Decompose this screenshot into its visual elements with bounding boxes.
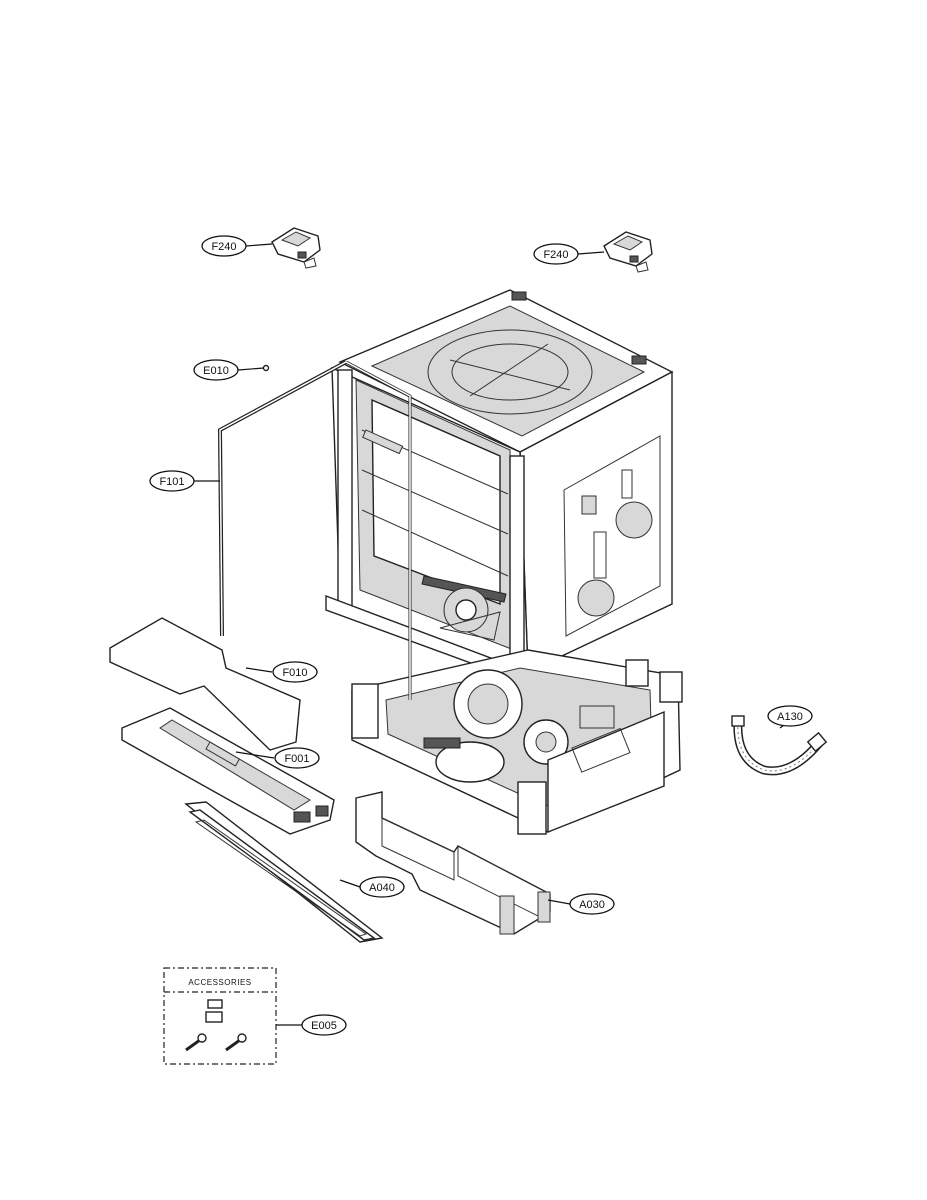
callout-f101: F101 bbox=[149, 470, 195, 492]
svg-text:F101: F101 bbox=[159, 476, 184, 488]
callout-e005: E005 bbox=[301, 1014, 347, 1036]
svg-text:F240: F240 bbox=[211, 241, 236, 253]
callout-f240-right: F240 bbox=[533, 243, 579, 265]
callout-a030: A030 bbox=[569, 893, 615, 915]
f240-bracket-right bbox=[603, 231, 653, 273]
tub-assembly bbox=[325, 289, 674, 686]
accessories-box: ACCESSORIES bbox=[163, 967, 277, 1065]
leader-lines bbox=[194, 243, 797, 1026]
a040-front-panel bbox=[184, 801, 384, 943]
svg-text:A130: A130 bbox=[777, 711, 803, 723]
svg-text:F240: F240 bbox=[543, 249, 568, 261]
svg-text:A040: A040 bbox=[369, 882, 395, 894]
f240-bracket-left bbox=[271, 227, 321, 269]
svg-text:F010: F010 bbox=[282, 667, 307, 679]
callout-f001: F001 bbox=[274, 747, 320, 769]
accessory-screw-icon bbox=[225, 1033, 247, 1052]
svg-text:E005: E005 bbox=[311, 1020, 337, 1032]
callout-e010: E010 bbox=[193, 359, 239, 381]
accessories-title: ACCESSORIES bbox=[188, 978, 251, 987]
svg-text:E010: E010 bbox=[203, 365, 229, 377]
f010-insulation-panel bbox=[109, 617, 301, 751]
a130-hose bbox=[731, 715, 828, 776]
callout-f240-left: F240 bbox=[201, 235, 247, 257]
f101-door-gasket bbox=[217, 360, 412, 700]
svg-text:F001: F001 bbox=[284, 753, 309, 765]
base-sump-assembly bbox=[351, 649, 683, 835]
callout-a130: A130 bbox=[767, 705, 813, 727]
accessory-bracket-icon bbox=[205, 999, 223, 1023]
accessory-screw-icon bbox=[185, 1033, 207, 1052]
a030-kick-plate bbox=[355, 791, 551, 935]
f001-rail-bracket bbox=[121, 707, 335, 835]
callout-f010: F010 bbox=[272, 661, 318, 683]
e010-screw bbox=[262, 364, 270, 372]
svg-text:A030: A030 bbox=[579, 899, 605, 911]
callout-a040: A040 bbox=[359, 876, 405, 898]
